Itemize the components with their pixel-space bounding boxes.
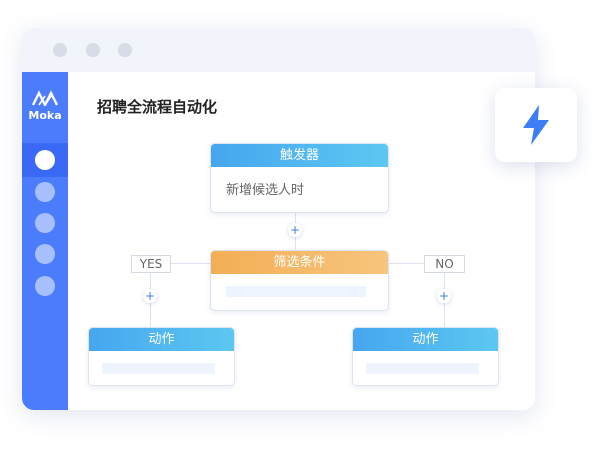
logo-mountain-icon [31, 90, 59, 108]
moka-logo: Moka [22, 90, 68, 122]
action-placeholder [366, 363, 479, 374]
trigger-node[interactable]: 触发器 新增候选人时 [210, 143, 389, 213]
sidebar-item-3[interactable] [35, 213, 55, 233]
sidebar: Moka [22, 72, 68, 410]
add-step-button[interactable]: + [288, 223, 302, 237]
window-dot [118, 43, 132, 57]
action-node-no[interactable]: 动作 [352, 327, 499, 386]
filter-header: 筛选条件 [211, 251, 388, 274]
lightning-icon [523, 105, 549, 145]
action-header: 动作 [353, 328, 498, 351]
add-no-step-button[interactable]: + [437, 289, 451, 303]
filter-node[interactable]: 筛选条件 [210, 250, 389, 311]
filter-placeholder [226, 286, 366, 297]
action-placeholder [102, 363, 215, 374]
logo-text: Moka [28, 109, 62, 122]
add-yes-step-button[interactable]: + [143, 289, 157, 303]
sidebar-item-4[interactable] [35, 244, 55, 264]
trigger-value: 新增候选人时 [226, 183, 305, 198]
connector-line [170, 263, 210, 264]
window-dot [86, 43, 100, 57]
sidebar-item-2[interactable] [35, 182, 55, 202]
no-label: NO [424, 255, 465, 273]
trigger-header: 触发器 [211, 144, 388, 167]
window-dot [53, 43, 67, 57]
title-bar [22, 28, 535, 72]
sidebar-item-active[interactable] [22, 143, 68, 177]
sidebar-item-5[interactable] [35, 276, 55, 296]
app-window: Moka 招聘全流程自动化 [22, 28, 535, 410]
sidebar-item-icon [35, 150, 55, 170]
automation-badge [495, 88, 577, 162]
action-node-yes[interactable]: 动作 [88, 327, 235, 386]
action-header: 动作 [89, 328, 234, 351]
page-title: 招聘全流程自动化 [97, 98, 218, 116]
yes-label: YES [131, 255, 171, 273]
connector-line [388, 263, 424, 264]
